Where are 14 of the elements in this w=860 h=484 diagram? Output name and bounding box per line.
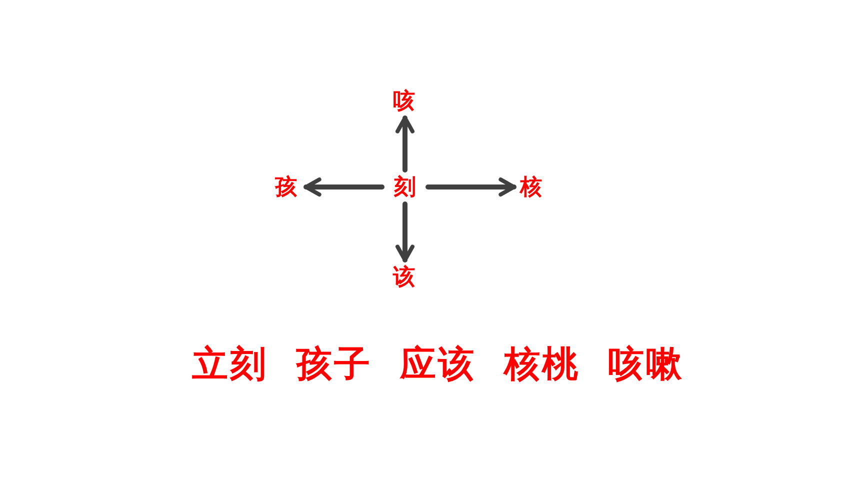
arrow (426, 178, 516, 196)
word-label: 核桃 (504, 346, 580, 382)
word-label: 孩子 (296, 346, 372, 382)
arrow (396, 116, 414, 172)
arrow (396, 202, 414, 262)
word-label: 立刻 (192, 346, 268, 382)
character-label: 核 (520, 176, 542, 198)
arrow (304, 178, 384, 196)
character-label: 该 (393, 266, 415, 288)
word-label: 咳嗽 (608, 346, 684, 382)
character-label: 咳 (393, 90, 415, 112)
character-label: 刻 (394, 176, 416, 198)
word-label: 应该 (400, 346, 476, 382)
character-label: 孩 (275, 176, 297, 198)
